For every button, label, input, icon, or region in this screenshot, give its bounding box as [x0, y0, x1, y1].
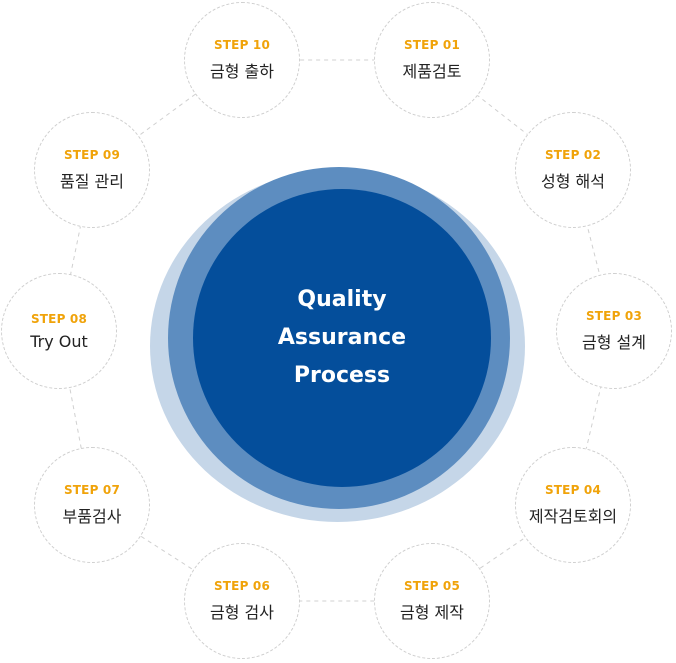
step-05-title: 금형 제작 — [400, 603, 464, 622]
step-07-node: STEP 07 부품검사 — [34, 447, 150, 563]
step-06-node: STEP 06 금형 검사 — [184, 543, 300, 659]
center-title-line-1: Quality — [297, 287, 387, 312]
step-10-label: STEP 10 — [213, 38, 271, 52]
step-05-label: STEP 05 — [403, 579, 461, 593]
center-title-line-3: Process — [293, 363, 391, 388]
step-08-node: STEP 08 Try Out — [1, 273, 117, 389]
step-03-title: 금형 설계 — [582, 333, 646, 352]
step-01-title: 제품검토 — [402, 62, 462, 81]
step-01-node: STEP 01 제품검토 — [374, 2, 490, 118]
step-04-node: STEP 04 제작검토회의 — [515, 447, 631, 563]
step-02-label: STEP 02 — [544, 148, 602, 162]
step-06-title: 금형 검사 — [210, 603, 274, 622]
center-title-line-2: Assurance — [277, 325, 407, 350]
step-06-label: STEP 06 — [213, 579, 271, 593]
step-09-label: STEP 09 — [63, 148, 121, 162]
step-02-title: 성형 해석 — [541, 172, 605, 191]
step-02-node: STEP 02 성형 해석 — [515, 112, 631, 228]
step-08-label: STEP 08 — [30, 311, 88, 326]
step-04-title: 제작검토회의 — [528, 507, 618, 526]
step-09-node: STEP 09 품질 관리 — [34, 112, 150, 228]
core-circle — [193, 189, 491, 487]
step-10-title: 금형 출하 — [210, 62, 274, 81]
step-03-label: STEP 03 — [585, 309, 643, 323]
step-09-title: 품질 관리 — [60, 172, 124, 191]
step-04-label: STEP 04 — [544, 483, 602, 497]
step-10-node: STEP 10 금형 출하 — [184, 2, 300, 118]
step-05-node: STEP 05 금형 제작 — [374, 543, 490, 659]
step-03-node: STEP 03 금형 설계 — [556, 273, 672, 389]
step-07-label: STEP 07 — [63, 483, 121, 497]
step-08-title: Try Out — [30, 331, 88, 351]
step-01-label: STEP 01 — [403, 38, 461, 52]
step-07-title: 부품검사 — [62, 507, 122, 526]
center-title: Quality Assurance Process — [193, 189, 491, 487]
